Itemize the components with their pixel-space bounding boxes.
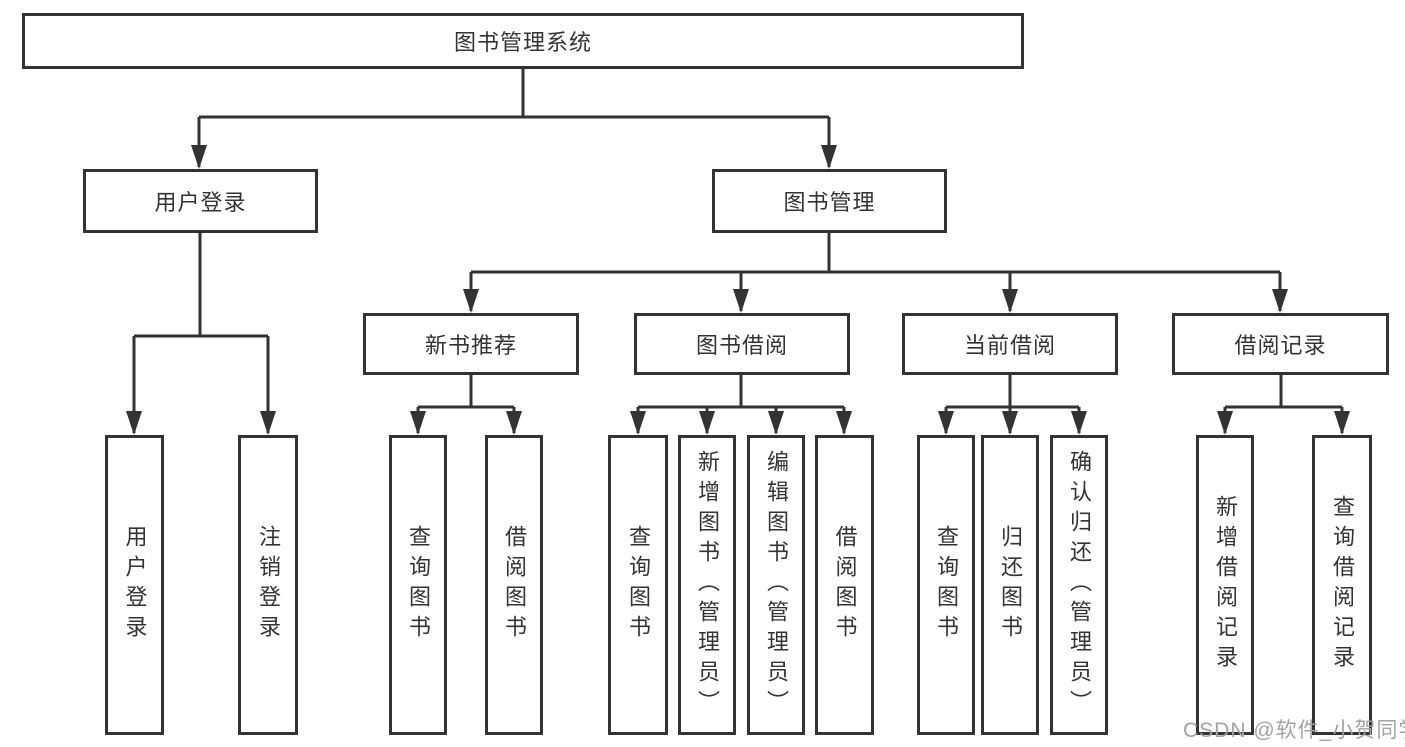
node-label: 新增图书（管理员） [695, 450, 720, 720]
node-label: 新增借阅记录 [1213, 495, 1238, 675]
node-current-borrow: 当前借阅 [902, 313, 1118, 375]
node-leaf-return-books: 归还图书 [981, 435, 1039, 735]
node-leaf-borrow-books: 借阅图书 [815, 435, 874, 735]
node-leaf-edit-books-admin: 编辑图书（管理员） [747, 435, 805, 735]
node-label: 借阅记录 [1234, 333, 1327, 358]
node-leaf-query-borrow-record: 查询借阅记录 [1312, 435, 1372, 735]
node-label: 图书管理 [783, 190, 876, 215]
node-leaf-user-login: 用户登录 [105, 435, 164, 735]
node-leaf-borrow-books-recommend: 借阅图书 [485, 435, 543, 735]
node-new-book-recommend: 新书推荐 [363, 313, 579, 375]
node-leaf-query-books-borrow: 查询图书 [608, 435, 668, 735]
node-leaf-logout: 注销登录 [238, 435, 298, 735]
node-borrow-records: 借阅记录 [1172, 313, 1389, 375]
csdn-watermark: CSDN @软件_小贺同学 [1183, 719, 1405, 742]
node-label: 查询图书 [406, 525, 431, 645]
node-leaf-add-borrow-record: 新增借阅记录 [1196, 435, 1254, 735]
node-book-management: 图书管理 [712, 169, 947, 233]
node-label: 当前借阅 [963, 333, 1056, 358]
node-label: 新书推荐 [424, 333, 517, 358]
node-label: 编辑图书（管理员） [764, 450, 789, 720]
node-leaf-query-books-current: 查询图书 [917, 435, 975, 735]
node-root: 图书管理系统 [22, 13, 1024, 69]
node-label: 用户登录 [122, 525, 148, 645]
node-book-borrow: 图书借阅 [634, 313, 850, 375]
node-user-login-branch: 用户登录 [83, 169, 318, 233]
node-label: 查询图书 [934, 525, 959, 645]
node-label: 图书管理系统 [453, 30, 592, 55]
node-label: 查询图书 [626, 525, 651, 645]
node-label: 借阅图书 [502, 525, 527, 645]
node-label: 图书借阅 [695, 333, 788, 358]
node-label: 用户登录 [154, 190, 247, 215]
node-label: 确认归还（管理员） [1067, 450, 1092, 720]
node-label: 查询借阅记录 [1330, 495, 1355, 675]
node-label: 注销登录 [256, 525, 281, 645]
node-leaf-add-books-admin: 新增图书（管理员） [678, 435, 736, 735]
node-leaf-confirm-return-admin: 确认归还（管理员） [1050, 435, 1108, 735]
node-leaf-query-books-recommend: 查询图书 [389, 435, 447, 735]
node-label: 归还图书 [998, 525, 1023, 645]
node-label: 借阅图书 [832, 525, 858, 645]
